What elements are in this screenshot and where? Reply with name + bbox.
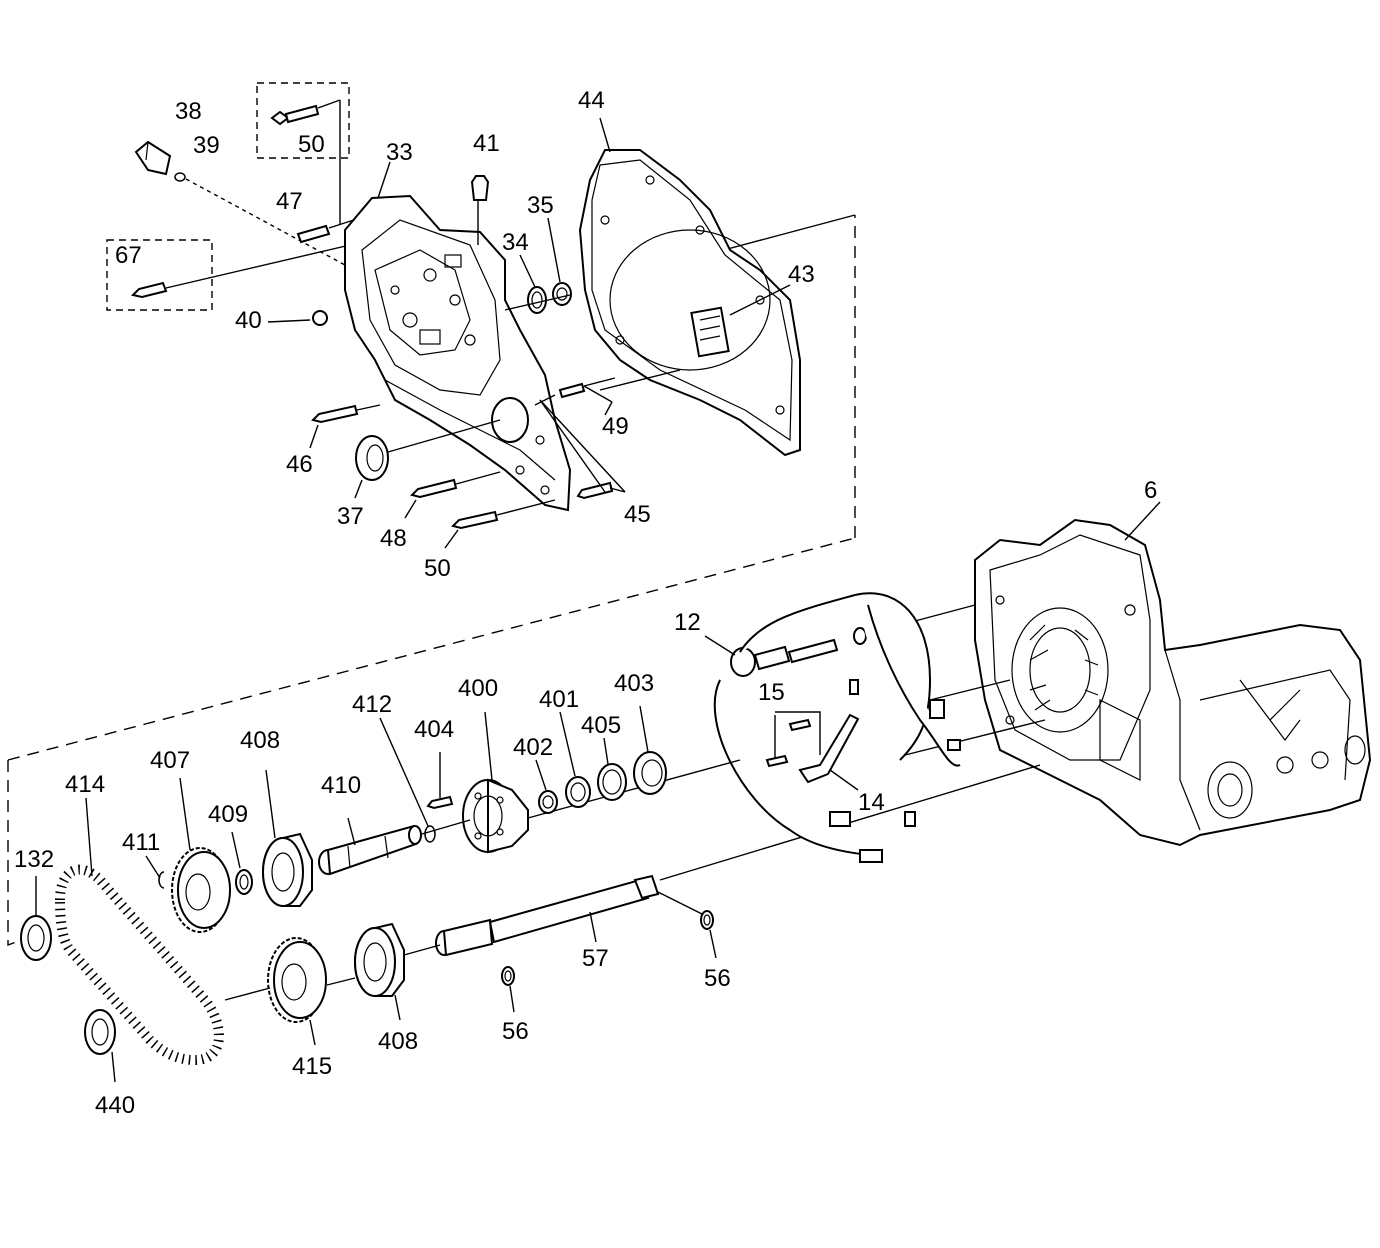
callout-44: 44 bbox=[578, 87, 605, 114]
part-48-bolt bbox=[404, 471, 501, 519]
callout-43: 43 bbox=[788, 261, 815, 288]
part-12-speed-sensor bbox=[704, 627, 867, 677]
callout-labels: 38 39 50 33 41 44 47 35 34 67 43 40 49 4… bbox=[14, 87, 1157, 1119]
callout-57: 57 bbox=[582, 945, 609, 972]
part-408-bearing-lower bbox=[326, 922, 405, 1021]
part-33-valve-body bbox=[344, 194, 572, 512]
callout-34: 34 bbox=[502, 229, 529, 256]
callout-403: 403 bbox=[614, 670, 654, 697]
callout-132: 132 bbox=[14, 846, 54, 873]
callout-50-upper: 50 bbox=[298, 131, 325, 158]
part-408-bearing-upper bbox=[262, 769, 313, 907]
part-407-sprocket bbox=[171, 777, 231, 933]
callout-409: 409 bbox=[208, 801, 248, 828]
callout-408-upper: 408 bbox=[240, 727, 280, 754]
part-57-shaft bbox=[403, 874, 660, 957]
callout-37: 37 bbox=[337, 503, 364, 530]
callout-411: 411 bbox=[122, 829, 160, 856]
part-39-o-ring bbox=[174, 172, 186, 182]
callout-404: 404 bbox=[414, 716, 454, 743]
callout-45: 45 bbox=[624, 501, 651, 528]
part-34-seal bbox=[527, 286, 547, 314]
part-49-bolts bbox=[534, 369, 681, 416]
part-412-o-ring bbox=[424, 825, 436, 843]
callout-401: 401 bbox=[539, 686, 579, 713]
part-37-seal bbox=[354, 419, 501, 499]
callout-414: 414 bbox=[65, 771, 105, 798]
part-409-snap-ring bbox=[235, 869, 253, 895]
callout-405: 405 bbox=[581, 712, 621, 739]
part-67-bolt bbox=[131, 244, 351, 299]
callout-40: 40 bbox=[235, 307, 262, 334]
part-405-seal bbox=[597, 763, 627, 801]
part-15-bolts bbox=[765, 711, 859, 791]
part-401-bearing bbox=[565, 776, 591, 808]
part-403-bearing bbox=[633, 751, 667, 795]
part-56-ring-right bbox=[700, 910, 714, 930]
part-41-vent bbox=[470, 175, 490, 245]
callout-48: 48 bbox=[380, 525, 407, 552]
callout-15: 15 bbox=[758, 679, 785, 706]
callout-440: 440 bbox=[95, 1092, 135, 1119]
callout-408-lower: 408 bbox=[378, 1028, 418, 1055]
callout-412: 412 bbox=[352, 691, 392, 718]
callout-12: 12 bbox=[674, 609, 701, 636]
callout-402: 402 bbox=[513, 734, 553, 761]
upper-assembly-boundary bbox=[7, 82, 856, 946]
part-45-bolt bbox=[539, 399, 626, 500]
callout-400: 400 bbox=[458, 675, 498, 702]
callout-14: 14 bbox=[858, 789, 885, 816]
callout-39: 39 bbox=[193, 132, 220, 159]
callout-38: 38 bbox=[175, 98, 202, 125]
callout-47: 47 bbox=[276, 188, 303, 215]
part-414-drive-chain bbox=[54, 797, 224, 1066]
part-415-sprocket bbox=[224, 937, 327, 1046]
part-43-screen bbox=[690, 306, 730, 358]
callout-56-left: 56 bbox=[502, 1018, 529, 1045]
part-404-bolt bbox=[426, 752, 454, 810]
part-38-plug bbox=[134, 140, 172, 176]
callout-410: 410 bbox=[321, 772, 361, 799]
part-50-bolt-lower bbox=[444, 499, 556, 549]
callout-46: 46 bbox=[286, 451, 313, 478]
part-132-seal bbox=[20, 915, 52, 961]
part-50-bolt-upper bbox=[270, 99, 341, 225]
part-6-transmission-case bbox=[974, 518, 1372, 847]
callout-50-lower: 50 bbox=[424, 555, 451, 582]
part-400-support bbox=[462, 711, 741, 854]
callout-33: 33 bbox=[386, 139, 413, 166]
part-402-bearing bbox=[538, 790, 558, 814]
callout-56-right: 56 bbox=[704, 965, 731, 992]
part-35-seal bbox=[552, 282, 572, 306]
callout-67: 67 bbox=[115, 242, 142, 269]
part-44-gasket bbox=[578, 149, 801, 457]
part-411-snap-ring bbox=[158, 871, 165, 889]
part-46-bolt bbox=[309, 404, 381, 449]
callout-6: 6 bbox=[1144, 477, 1157, 504]
callout-49: 49 bbox=[602, 413, 629, 440]
part-40-plug bbox=[312, 310, 328, 326]
callout-41: 41 bbox=[473, 130, 500, 157]
part-14-wiring-harness bbox=[713, 592, 961, 863]
bolt-67-group-box bbox=[106, 239, 213, 311]
callout-407: 407 bbox=[150, 747, 190, 774]
part-56-ring-left bbox=[501, 966, 515, 986]
part-440-seal bbox=[84, 1009, 116, 1055]
callout-415: 415 bbox=[292, 1053, 332, 1080]
part-410-shaft bbox=[318, 817, 471, 876]
callout-35: 35 bbox=[527, 192, 554, 219]
